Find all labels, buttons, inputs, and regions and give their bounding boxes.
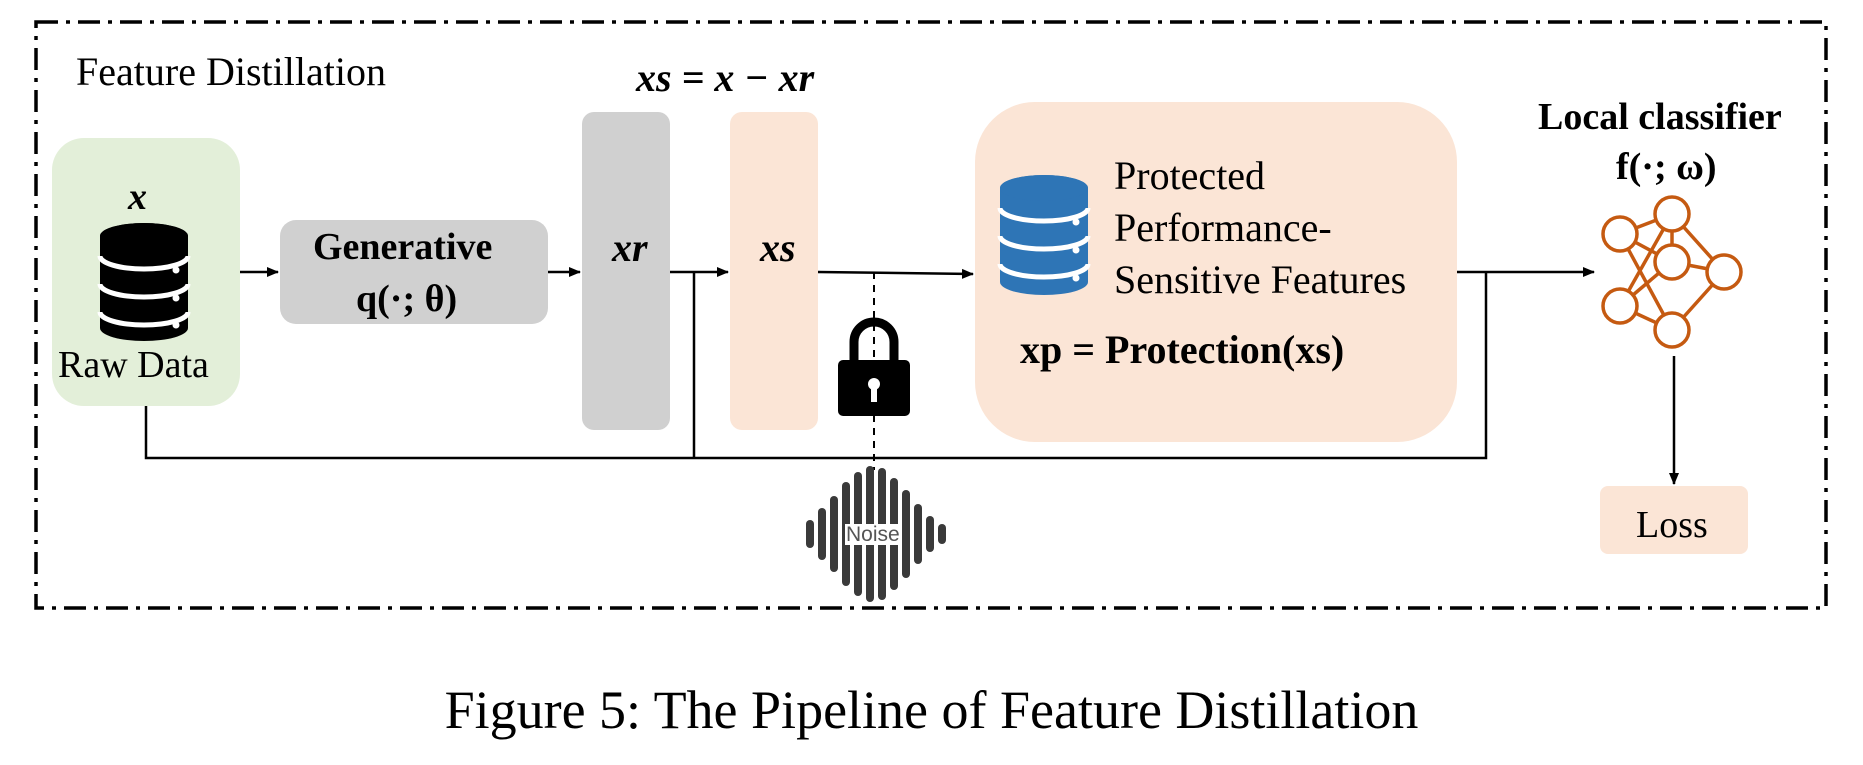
- protected-box: [975, 102, 1457, 442]
- local-classifier-function: f(·; ω): [1616, 146, 1717, 188]
- raw-database-icon: [97, 223, 191, 341]
- generative-function: q(·; θ): [356, 278, 458, 320]
- frame-title: Feature Distillation: [76, 49, 386, 94]
- loss-box: [1600, 486, 1748, 554]
- raw-data-symbol: x: [128, 176, 147, 218]
- protected-database-icon: [997, 175, 1091, 295]
- protection-formula: xp = Protection(xs): [1020, 327, 1345, 372]
- protected-label-line2: Performance-: [1114, 205, 1332, 250]
- flow-connectors: [144, 267, 1679, 485]
- xr-label: xr: [612, 225, 648, 270]
- lock-icon: [838, 317, 910, 416]
- residual-formula: xs = x − xr: [636, 55, 815, 100]
- protected-label-line1: Protected: [1114, 153, 1266, 198]
- outer-frame: [34, 20, 1828, 610]
- generative-box: [280, 220, 548, 324]
- generative-title: Generative: [313, 226, 493, 268]
- protected-label-line3: Sensitive Features: [1114, 257, 1407, 302]
- noise-label: Noise: [845, 523, 901, 546]
- loss-label: Loss: [1636, 504, 1708, 546]
- xr-box: [582, 112, 670, 430]
- neural-network-icon: [1601, 195, 1743, 349]
- xs-label: xs: [760, 225, 796, 270]
- figure-caption: Figure 5: The Pipeline of Feature Distil…: [444, 680, 1419, 740]
- local-classifier-title: Local classifier: [1538, 96, 1782, 138]
- xs-box: [730, 112, 818, 430]
- raw-data-label: Raw Data: [58, 344, 209, 386]
